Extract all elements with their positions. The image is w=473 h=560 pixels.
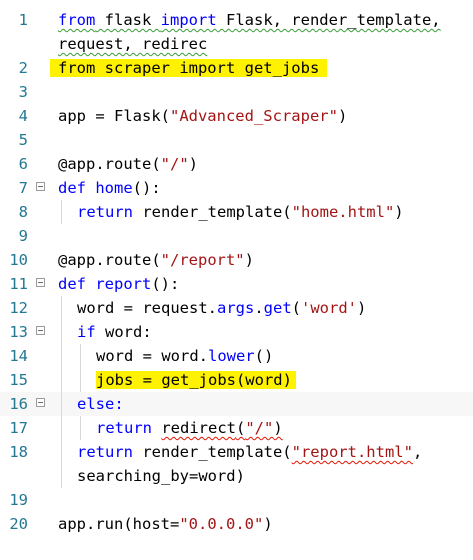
code-line-4[interactable]: 4 app = Flask("Advanced_Scraper"): [0, 104, 473, 128]
code-line-11[interactable]: 11 def report():: [0, 272, 473, 296]
line-number: 7: [18, 179, 28, 197]
code-text: searching_by=word): [77, 467, 245, 485]
code-line-18-wrap[interactable]: searching_by=word): [0, 464, 473, 488]
code-text: app = Flask("Advanced_Scraper"): [58, 107, 348, 125]
code-line-17[interactable]: 17 return redirect("/"): [0, 416, 473, 440]
code-text: word = word.lower(): [96, 347, 274, 365]
code-text: from flask import Flask, render_template…: [58, 11, 441, 29]
indent-guide: [61, 296, 62, 488]
code-text: app.run(host="0.0.0.0"): [58, 515, 273, 533]
line-number: 14: [9, 347, 28, 365]
line-number: 19: [9, 491, 28, 509]
line-number: [0, 32, 28, 56]
fold-toggle-icon[interactable]: [36, 398, 45, 407]
fold-toggle-icon[interactable]: [36, 278, 45, 287]
code-line-18[interactable]: 18 return render_template("report.html",: [0, 440, 473, 464]
code-line-1-wrap[interactable]: request, redirec: [0, 32, 473, 56]
line-number: 20: [9, 515, 28, 533]
line-number: 11: [9, 275, 28, 293]
code-line-3[interactable]: 3: [0, 80, 473, 104]
code-line-12[interactable]: 12 word = request.args.get('word'): [0, 296, 473, 320]
indent-guide: [80, 344, 81, 392]
code-line-9[interactable]: 9: [0, 224, 473, 248]
code-line-6[interactable]: 6 @app.route("/"): [0, 152, 473, 176]
line-number: 5: [18, 131, 28, 149]
line-number: [0, 464, 28, 488]
line-number: 12: [9, 299, 28, 317]
line-number: 15: [9, 371, 28, 389]
code-text: jobs = get_jobs(word): [96, 368, 296, 392]
code-line-2[interactable]: 2 from scraper import get_jobs: [0, 56, 473, 80]
code-line-15[interactable]: 15 jobs = get_jobs(word): [0, 368, 473, 392]
code-line-10[interactable]: 10 @app.route("/report"): [0, 248, 473, 272]
line-number: 16: [9, 395, 28, 413]
code-text: return render_template("report.html",: [77, 443, 423, 461]
line-number: 10: [9, 251, 28, 269]
code-line-1[interactable]: 1 from flask import Flask, render_templa…: [0, 8, 473, 32]
code-line-14[interactable]: 14 word = word.lower(): [0, 344, 473, 368]
line-number: 8: [18, 203, 28, 221]
indent-guide: [61, 200, 62, 224]
code-text: return redirect("/"): [96, 419, 283, 437]
line-number: 17: [9, 419, 28, 437]
line-number: 2: [18, 59, 28, 77]
code-line-7[interactable]: 7 def home():: [0, 176, 473, 200]
line-number: 13: [9, 323, 28, 341]
line-number: 6: [18, 155, 28, 173]
line-number: 18: [9, 443, 28, 461]
code-text: return render_template("home.html"): [77, 203, 404, 221]
line-number: 3: [18, 83, 28, 101]
code-text: if word:: [77, 323, 152, 341]
fold-toggle-icon[interactable]: [36, 182, 45, 191]
code-text: word = request.args.get('word'): [77, 299, 367, 317]
code-text: from scraper import get_jobs: [50, 56, 328, 80]
line-number: 4: [18, 107, 28, 125]
code-line-8[interactable]: 8 return render_template("home.html"): [0, 200, 473, 224]
indent-guide: [80, 416, 81, 440]
code-line-19[interactable]: 19: [0, 488, 473, 512]
code-text: def report():: [58, 275, 180, 293]
code-text: else:: [77, 395, 124, 413]
code-text: @app.route("/report"): [58, 251, 254, 269]
code-line-5[interactable]: 5: [0, 128, 473, 152]
line-number: 1: [18, 11, 28, 29]
line-number: 9: [18, 227, 28, 245]
fold-toggle-icon[interactable]: [36, 326, 45, 335]
code-line-13[interactable]: 13 if word:: [0, 320, 473, 344]
code-text: def home():: [58, 179, 161, 197]
code-line-20[interactable]: 20 app.run(host="0.0.0.0"): [0, 512, 473, 536]
code-line-16[interactable]: 16 else:: [0, 392, 473, 416]
code-text: request, redirec: [58, 35, 208, 53]
code-text: @app.route("/"): [58, 155, 198, 173]
